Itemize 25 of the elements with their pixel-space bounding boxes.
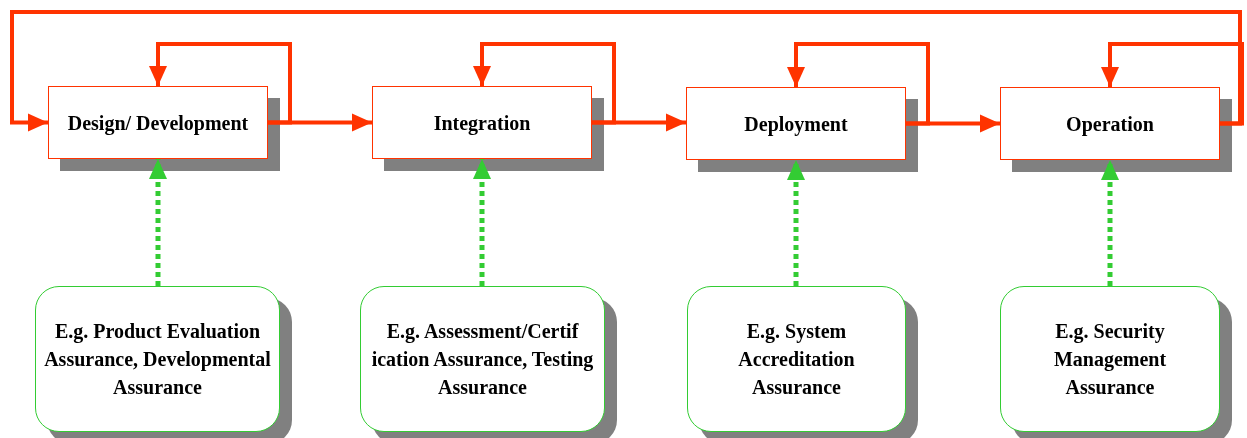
box-label: Operation [1066, 111, 1154, 137]
dashed-arrow [1101, 160, 1119, 286]
arrow [1101, 42, 1244, 126]
box-label: E.g. Security Management Assurance [1052, 319, 1168, 400]
dashed-arrow [473, 159, 491, 286]
arrow [10, 10, 1242, 132]
arrow [787, 42, 930, 126]
box-label: E.g. System Accreditation Assurance [737, 319, 856, 400]
process-box [372, 86, 592, 159]
box-label: E.g. Product Evaluation Assurance, Developmental Assurance [44, 319, 271, 400]
dashed-arrow [787, 160, 805, 286]
dashed-arrow [149, 159, 167, 286]
rounded-box [360, 286, 605, 432]
arrow [149, 42, 292, 125]
box-label: Integration [433, 110, 531, 136]
arrow [473, 42, 616, 125]
box-label: Deployment [744, 111, 848, 137]
process-box [1000, 87, 1220, 160]
process-box [686, 87, 906, 160]
process-box [48, 86, 268, 159]
rounded-box [687, 286, 906, 432]
box-label: E.g. Assessment/Certif ication Assurance, Testing Assurance [370, 319, 595, 400]
rounded-box [35, 286, 280, 432]
rounded-box [1000, 286, 1220, 432]
box-label: Design/ Development [67, 110, 249, 136]
